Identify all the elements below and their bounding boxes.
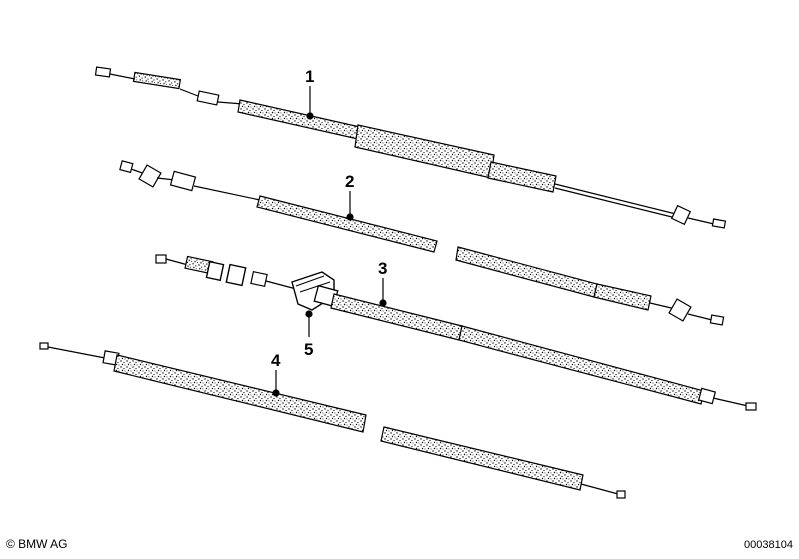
cable-3-sheath-b: [458, 325, 705, 405]
callout-2: 2: [345, 172, 354, 191]
callout-leaders: [272, 86, 387, 397]
cable-3-sheath-a: [330, 293, 463, 341]
callout-3: 3: [378, 259, 387, 278]
cable-4-sheath: [113, 354, 367, 433]
cable-4-extension: [380, 426, 626, 499]
cable-3-nut-a: [205, 260, 225, 282]
cable-4: [39, 342, 367, 433]
cable-1-sheath-a: [237, 99, 361, 140]
cable-1-sheath-c: [487, 161, 557, 193]
cable-1-adjuster: [196, 90, 220, 106]
cable-1-sheath-b: [354, 124, 495, 179]
callout-4: 4: [271, 351, 281, 370]
cable-2-sheath: [256, 195, 438, 253]
diagram-id: 00038104: [744, 539, 793, 551]
cable-3-nut-b: [225, 263, 247, 287]
callout-1: 1: [305, 67, 314, 86]
cable-1-end-nipple: [94, 66, 112, 78]
cable-1: [94, 66, 727, 229]
cable-1-end-clevis: [670, 204, 692, 226]
cable-2-clevis: [138, 164, 162, 188]
cable-2-adjuster: [169, 170, 197, 192]
cable-2: [119, 160, 438, 253]
copyright-text: © BMW AG: [6, 537, 68, 551]
cable-3: [155, 254, 757, 411]
cable-1-spring: [132, 71, 182, 90]
cable-2-extension: [455, 246, 725, 326]
callout-5: 5: [304, 340, 313, 359]
